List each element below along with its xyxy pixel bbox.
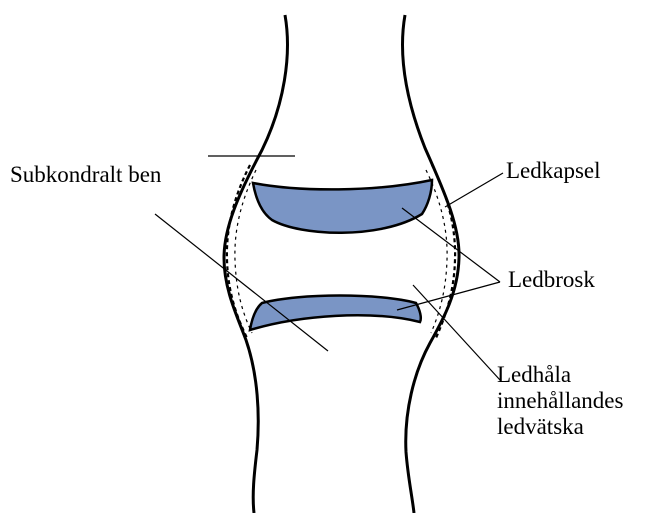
label-joint-capsule: Ledkapsel [506, 158, 601, 184]
leader-ledkapsel [445, 173, 503, 207]
label-subchondral-bone: Subkondralt ben [10, 162, 161, 188]
left-bone-outline [224, 15, 287, 513]
label-joint-cavity-line1: Ledhåla [497, 362, 623, 388]
lower-cartilage [250, 296, 421, 331]
label-joint-cavity-line3: ledvätska [497, 414, 623, 440]
right-bone-outline [402, 15, 459, 513]
upper-cartilage [253, 180, 432, 233]
leader-ledhala [413, 285, 500, 380]
label-joint-cavity-line2: innehållandes [497, 388, 623, 414]
label-joint-cavity: Ledhåla innehållandes ledvätska [497, 362, 623, 440]
label-cartilage: Ledbrosk [508, 267, 595, 293]
